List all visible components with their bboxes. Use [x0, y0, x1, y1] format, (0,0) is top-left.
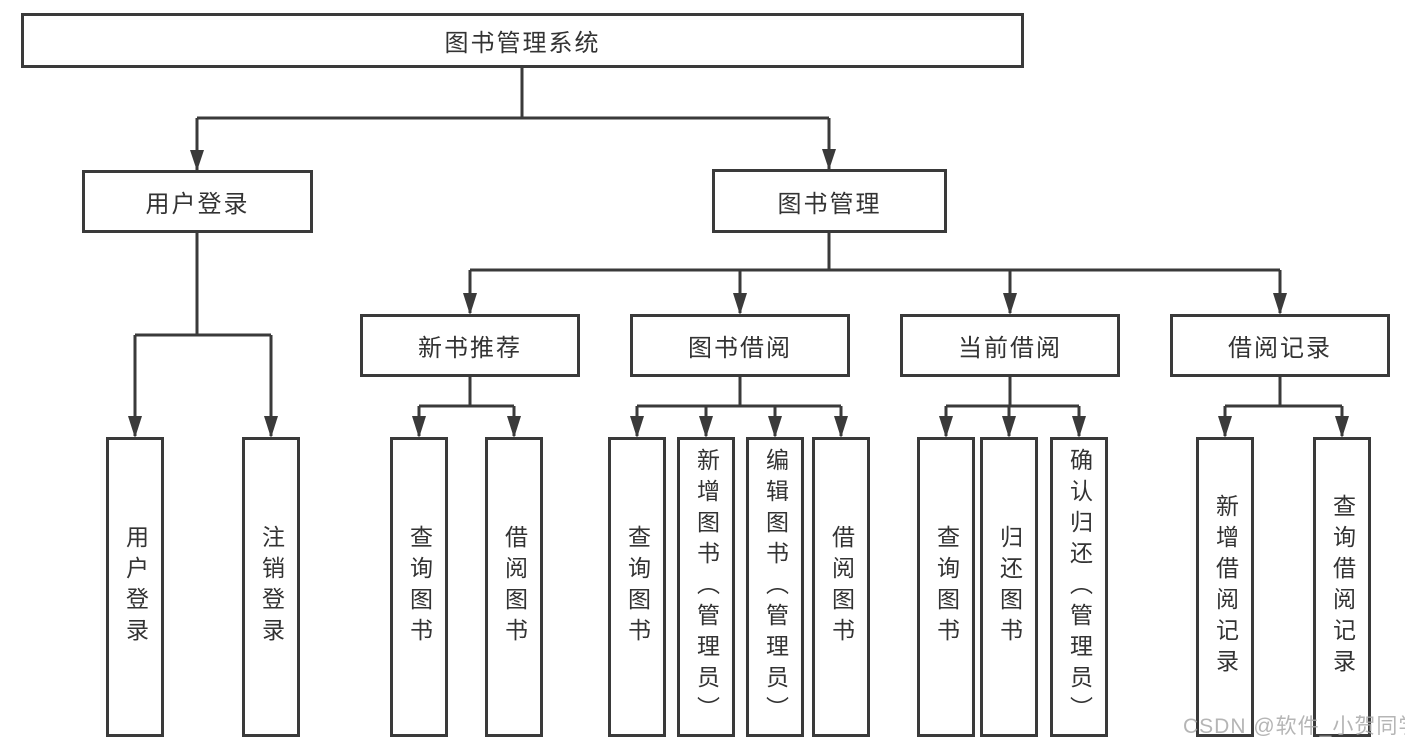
connector-current-to-leaves: [939, 377, 1086, 438]
leaf-borrow-books-recommend: 借阅图书: [485, 437, 543, 737]
leaf-add-books-admin: 新增图书（管理员）: [677, 437, 735, 737]
node-new-book-recommend: 新书推荐: [360, 314, 580, 377]
leaf-query-borrow-record: 查询借阅记录: [1313, 437, 1371, 737]
connector-borrow-to-leaves: [630, 377, 848, 438]
node-label: 归还图书: [996, 525, 1023, 649]
node-label: 借阅记录: [1228, 335, 1332, 362]
node-book-management: 图书管理: [712, 169, 947, 233]
node-label: 借阅图书: [501, 525, 528, 649]
csdn-watermark: CSDN @软件_小贺同学: [1183, 715, 1405, 738]
node-label: 新增图书（管理员）: [693, 447, 720, 727]
node-label: 查询图书: [933, 525, 960, 649]
node-label: 查询图书: [406, 525, 433, 649]
node-label: 用户登录: [122, 525, 149, 649]
node-borrow-records: 借阅记录: [1170, 314, 1390, 377]
node-label: 图书管理: [777, 190, 882, 218]
node-system-root: 图书管理系统: [21, 13, 1024, 68]
node-label: 新增借阅记录: [1212, 494, 1239, 680]
node-label: 借阅图书: [828, 525, 855, 649]
node-label: 确认归还（管理员）: [1066, 447, 1093, 727]
node-label: 用户登录: [145, 191, 250, 218]
leaf-logout: 注销登录: [242, 437, 300, 737]
leaf-query-books-borrow: 查询图书: [608, 437, 666, 737]
leaf-user-login: 用户登录: [106, 437, 164, 737]
connector-records-to-leaves: [1218, 377, 1349, 438]
node-label: 编辑图书（管理员）: [762, 447, 789, 727]
connector-root-to-level2: [190, 68, 836, 171]
node-book-borrow: 图书借阅: [630, 314, 850, 377]
node-label: 图书借阅: [688, 335, 792, 362]
leaf-add-borrow-record: 新增借阅记录: [1196, 437, 1254, 737]
leaf-query-books-current: 查询图书: [917, 437, 975, 737]
node-user-login: 用户登录: [82, 170, 313, 233]
connector-recommend-to-leaves: [412, 377, 521, 438]
leaf-confirm-return-admin: 确认归还（管理员）: [1050, 437, 1108, 737]
node-label: 图书管理系统: [444, 30, 601, 57]
leaf-return-books: 归还图书: [980, 437, 1038, 737]
connector-manage-to-level3: [463, 233, 1287, 315]
leaf-edit-books-admin: 编辑图书（管理员）: [746, 437, 804, 737]
leaf-borrow-books: 借阅图书: [812, 437, 870, 737]
node-label: 注销登录: [258, 525, 285, 649]
node-label: 查询借阅记录: [1329, 494, 1356, 680]
node-label: 当前借阅: [958, 335, 1062, 362]
connector-login-to-leaves: [128, 233, 278, 438]
node-current-borrow: 当前借阅: [900, 314, 1120, 377]
node-label: 查询图书: [624, 525, 651, 649]
node-label: 新书推荐: [418, 335, 522, 362]
leaf-query-books-recommend: 查询图书: [390, 437, 448, 737]
